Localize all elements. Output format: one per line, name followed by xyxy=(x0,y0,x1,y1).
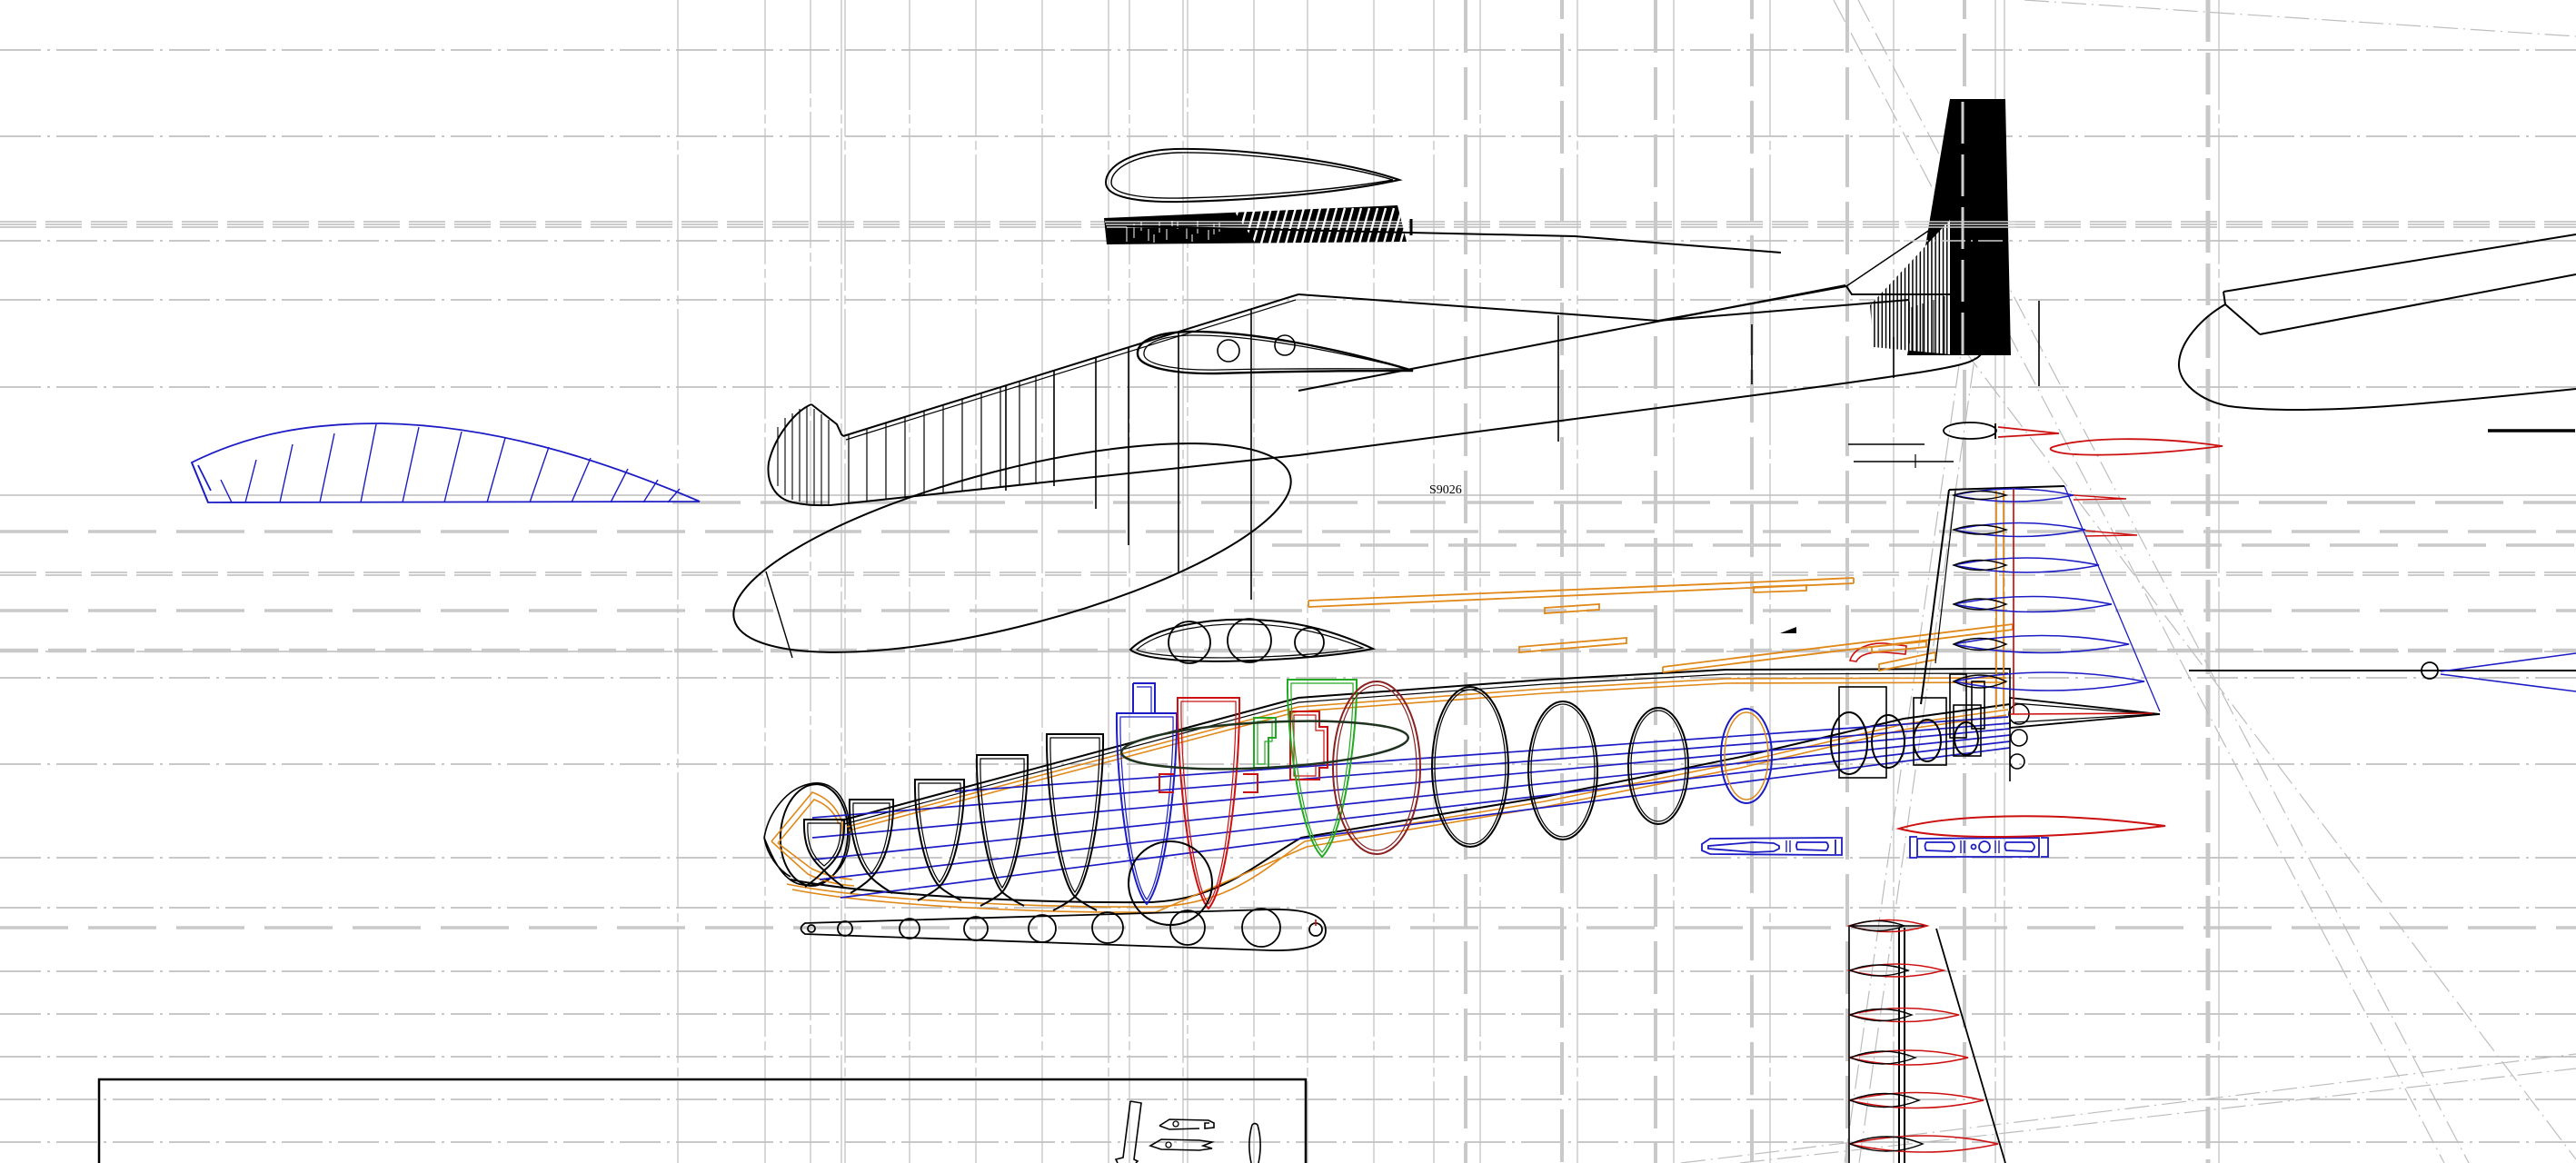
svg-text:S9026: S9026 xyxy=(1429,483,1462,497)
